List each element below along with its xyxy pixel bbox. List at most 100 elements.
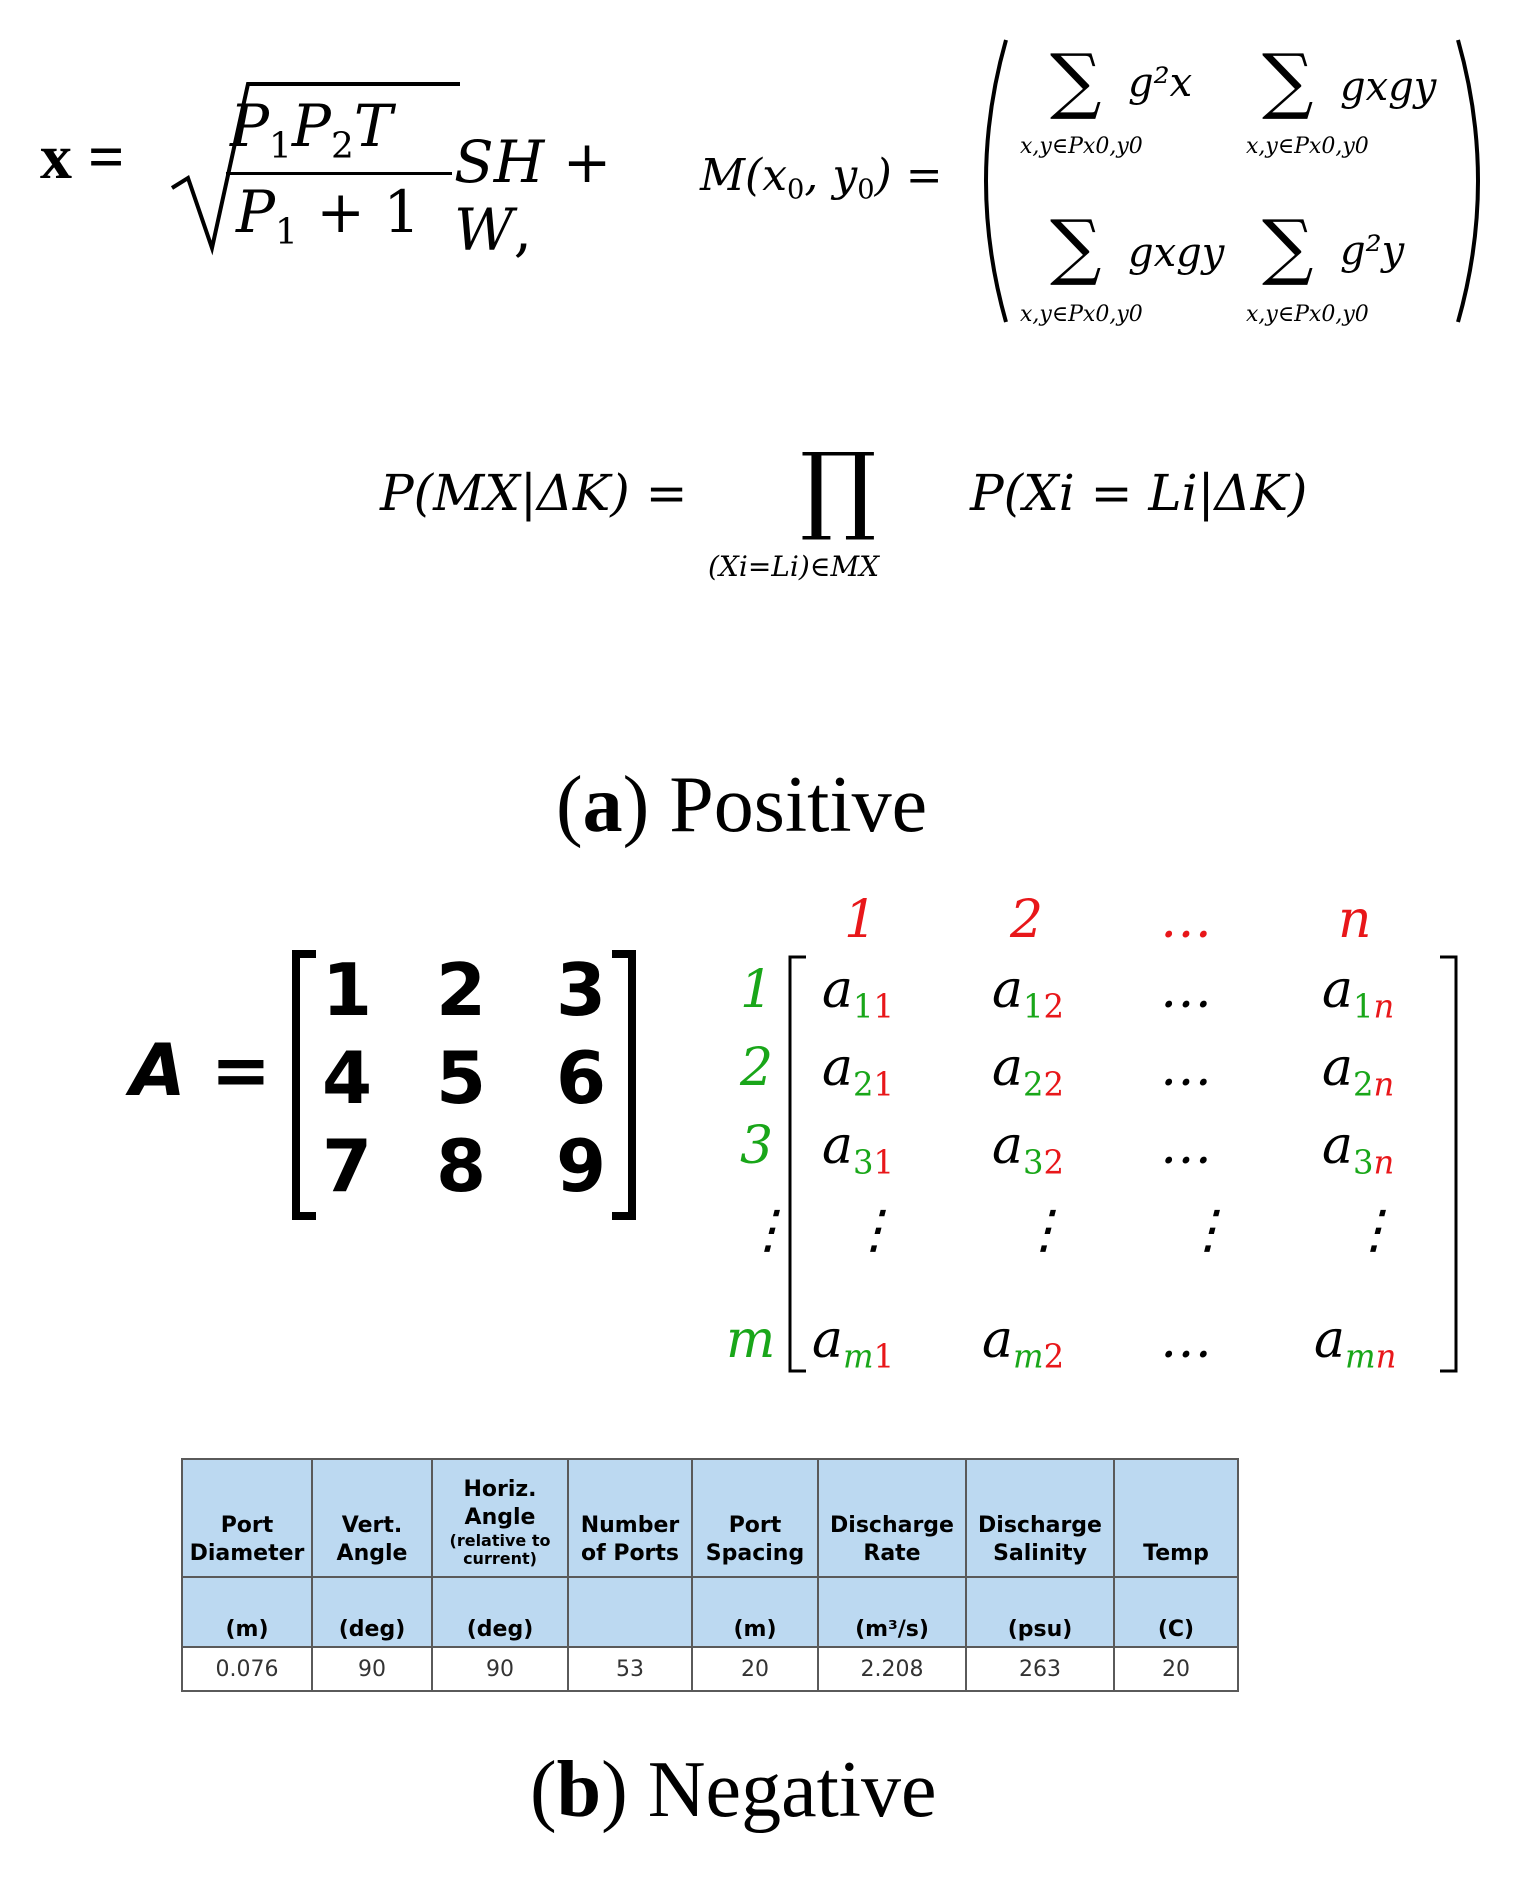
table-cell: 20 xyxy=(1113,1646,1239,1692)
a-cell: 8 xyxy=(436,1124,487,1208)
label-b-letter: b xyxy=(556,1746,602,1834)
col-header: 2 xyxy=(1010,890,1044,950)
horiz-angle-label: Horiz. Angle xyxy=(463,1477,537,1530)
matrix-entry: a21 xyxy=(822,1038,895,1104)
limit-22: x,y∈Px0,y0 xyxy=(1246,302,1369,327)
sqrt-sign xyxy=(170,82,460,256)
matrix-entry: a2n xyxy=(1322,1038,1395,1104)
generic-matrix: 1 2 … n 1 2 3 ⋮ m a11 a12 … a1n a21 a22 … xyxy=(720,890,1480,1390)
table-cell: 2.208 xyxy=(817,1646,967,1692)
a-cell: 4 xyxy=(322,1036,373,1120)
label-a-letter: a xyxy=(582,761,623,849)
product-symbol: ∏ xyxy=(800,432,877,544)
matrix-entry: ⋮ xyxy=(1348,1200,1400,1260)
matrix-entry: a12 xyxy=(992,960,1065,1026)
matrix-entry: am1 xyxy=(812,1310,895,1376)
generic-right-bracket xyxy=(1440,955,1458,1373)
m11: g²x xyxy=(1128,60,1193,106)
equation-m: M(x0, y0) = ∑ g²x x,y∈Px0,y0 ∑ gxgy x,y∈… xyxy=(700,30,1500,330)
limit-12: x,y∈Px0,y0 xyxy=(1246,134,1369,159)
horiz-angle-note: (relative to current) xyxy=(449,1531,551,1568)
matrix-entry: ⋮ xyxy=(1182,1200,1234,1260)
matrix-entry: a31 xyxy=(822,1116,895,1182)
matrix-a-left-bracket xyxy=(292,950,316,1220)
label-b-text: Negative xyxy=(647,1746,937,1834)
matrix-entry: amn xyxy=(1314,1310,1397,1376)
matrix-entry: a3n xyxy=(1322,1116,1395,1182)
row-header: 2 xyxy=(740,1038,774,1098)
table-unit-cell: (deg) xyxy=(311,1576,433,1648)
a-cell: 7 xyxy=(322,1124,373,1208)
table-cell: 263 xyxy=(965,1646,1115,1692)
table-header-cell: Horiz. Angle (relative to current) xyxy=(431,1458,569,1578)
table-header-cell: Port Spacing xyxy=(691,1458,819,1578)
a-cell: 5 xyxy=(436,1036,487,1120)
matrix-entry: a32 xyxy=(992,1116,1065,1182)
eq1-tail: SH + W, xyxy=(454,128,612,264)
matrix-entry: … xyxy=(1160,960,1212,1020)
a-cell: 1 xyxy=(322,948,373,1032)
table-header-cell: Vert. Angle xyxy=(311,1458,433,1578)
limit-21: x,y∈Px0,y0 xyxy=(1020,302,1143,327)
table-cell: 90 xyxy=(311,1646,433,1692)
equation-x: x = P1P2T P1 + 1 SH + W, xyxy=(40,60,680,264)
equation-product: P(MX|ΔK) = ∏ (Xi=Li)∈MX P(Xi = Li|ΔK) xyxy=(370,440,1370,600)
table-header-cell: Temp xyxy=(1113,1458,1239,1578)
m12: gxgy xyxy=(1340,64,1437,110)
m21: gxgy xyxy=(1128,230,1225,276)
table-unit-cell: (deg) xyxy=(431,1576,569,1648)
table-cell: 53 xyxy=(567,1646,693,1692)
sum-22: ∑ xyxy=(1262,204,1314,288)
matrix-a-right-bracket xyxy=(612,950,636,1220)
table-cell: 20 xyxy=(691,1646,819,1692)
table-unit-cell: (C) xyxy=(1113,1576,1239,1648)
eq2-lhs: M(x0, y0) = xyxy=(700,150,943,206)
eq3-rhs: P(Xi = Li|ΔK) xyxy=(970,464,1308,522)
matrix-a-lhs: A = xyxy=(130,1028,272,1112)
sum-21: ∑ xyxy=(1050,204,1102,288)
table-header-cell: Number of Ports xyxy=(567,1458,693,1578)
matrix-entry: a1n xyxy=(1322,960,1395,1026)
matrix-entry: am2 xyxy=(982,1310,1065,1376)
matrix-entry: … xyxy=(1160,1116,1212,1176)
right-paren xyxy=(1456,39,1480,323)
left-paren xyxy=(984,39,1008,323)
table-unit-cell: (psu) xyxy=(965,1576,1115,1648)
table-header-cell: Port Diameter xyxy=(181,1458,313,1578)
matrix-entry: … xyxy=(1160,1038,1212,1098)
a-cell: 2 xyxy=(436,948,487,1032)
generic-left-bracket xyxy=(788,955,806,1373)
table-header-row: Port Diameter Vert. Angle Horiz. Angle (… xyxy=(181,1458,1239,1578)
row-header: ⋮ xyxy=(742,1200,794,1260)
row-header: m xyxy=(726,1310,776,1370)
label-b: (b) Negative xyxy=(530,1746,937,1834)
m22: g²y xyxy=(1340,228,1405,274)
matrix-entry: a11 xyxy=(822,960,895,1026)
sum-11: ∑ xyxy=(1050,38,1102,122)
a-cell: 6 xyxy=(556,1036,607,1120)
table-unit-cell: (m) xyxy=(181,1576,313,1648)
table-units-row: (m) (deg) (deg) (m) (m³/s) (psu) (C) xyxy=(181,1576,1239,1648)
table-unit-cell xyxy=(567,1576,693,1648)
eq1-numerator: P1P2T xyxy=(230,92,393,167)
table-unit-cell: (m) xyxy=(691,1576,819,1648)
table-header-cell: Discharge Salinity xyxy=(965,1458,1115,1578)
eq1-denominator: P1 + 1 xyxy=(236,178,421,253)
table-cell: 90 xyxy=(431,1646,569,1692)
col-header: 1 xyxy=(844,890,878,950)
a-cell: 9 xyxy=(556,1124,607,1208)
parameter-table: Port Diameter Vert. Angle Horiz. Angle (… xyxy=(181,1458,1239,1692)
label-a-text: Positive xyxy=(669,761,928,849)
fraction-bar xyxy=(226,172,452,175)
eq3-lhs: P(MX|ΔK) = xyxy=(380,464,688,522)
table-unit-cell: (m³/s) xyxy=(817,1576,967,1648)
matrix-entry: ⋮ xyxy=(848,1200,900,1260)
eq1-lhs: x = xyxy=(40,121,125,192)
matrix-entry: ⋮ xyxy=(1018,1200,1070,1260)
col-header: … xyxy=(1160,890,1212,950)
label-a: (a) Positive xyxy=(556,761,928,849)
table-row: 0.076 90 90 53 20 2.208 263 20 xyxy=(181,1646,1239,1692)
eq3-limit: (Xi=Li)∈MX xyxy=(708,550,880,583)
row-header: 3 xyxy=(740,1116,774,1176)
row-header: 1 xyxy=(740,960,774,1020)
